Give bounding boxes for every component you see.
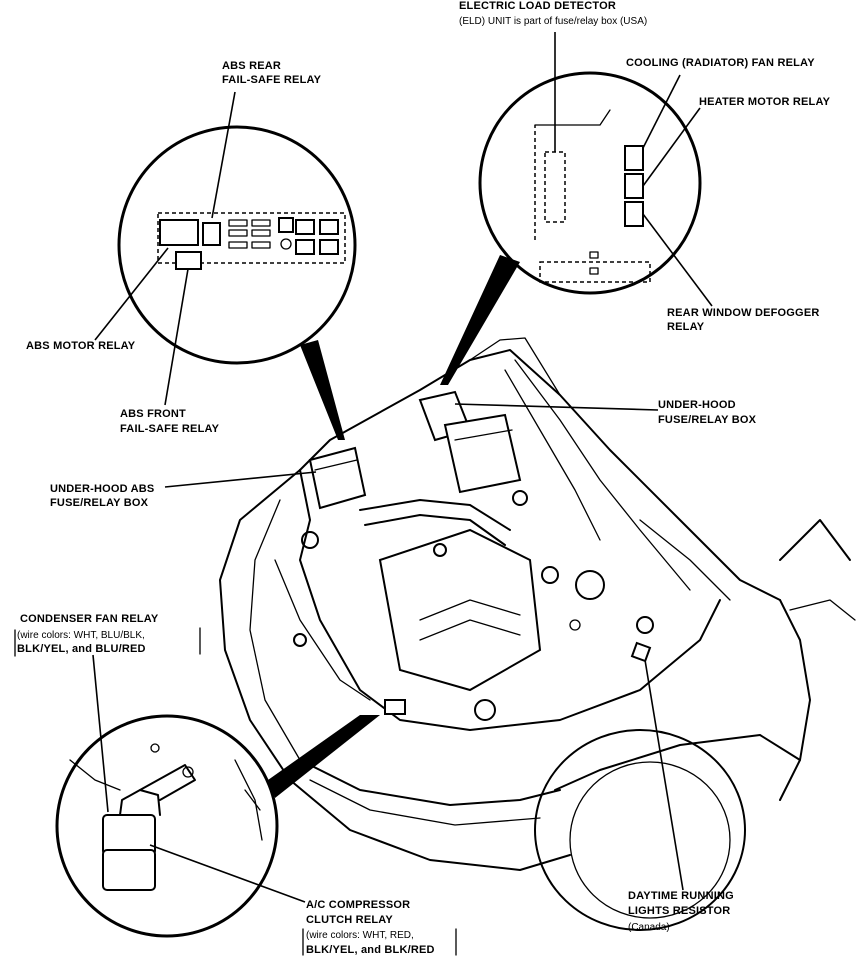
label-condenser-line2: (wire colors: WHT, BLU/BLK, (17, 630, 145, 641)
label-elo-line2: (ELD) UNIT is part of fuse/relay box (US… (459, 16, 647, 27)
label-elo-line1: ELECTRIC LOAD DETECTOR (459, 0, 616, 12)
label-underhood-box-line2: FUSE/RELAY BOX (658, 414, 757, 426)
label-abs-front-line2: FAIL-SAFE RELAY (120, 423, 220, 435)
label-heater-motor-relay: HEATER MOTOR RELAY (699, 96, 831, 108)
label-abs-motor-relay: ABS MOTOR RELAY (26, 340, 136, 352)
label-underhood-abs-line2: FUSE/RELAY BOX (50, 497, 149, 509)
label-abs-rear-line2: FAIL-SAFE RELAY (222, 74, 322, 86)
label-rear-defogger-line2: RELAY (667, 321, 705, 333)
label-ac-line3: (wire colors: WHT, RED, (306, 930, 414, 941)
fuse-box-detail-circle (440, 71, 702, 385)
label-abs-front-line1: ABS FRONT (120, 408, 186, 420)
label-underhood-abs-line1: UNDER-HOOD ABS (50, 483, 154, 495)
label-cooling-fan-relay: COOLING (RADIATOR) FAN RELAY (626, 57, 815, 69)
label-abs-rear-line1: ABS REAR (222, 60, 281, 72)
label-rear-defogger-line1: REAR WINDOW DEFOGGER (667, 307, 820, 319)
labels: ELECTRIC LOAD DETECTOR (ELD) UNIT is par… (14, 0, 831, 956)
label-drl-line1: DAYTIME RUNNING (628, 890, 734, 902)
condenser-relay-detail-circle (55, 714, 380, 938)
leader-lines (92, 32, 713, 903)
label-drl-line3: (Canada) (628, 922, 670, 933)
label-condenser-line1: CONDENSER FAN RELAY (20, 613, 159, 625)
abs-box-detail-circle (117, 125, 357, 440)
label-drl-line2: LIGHTS RESISTOR (628, 905, 730, 917)
label-underhood-box-line1: UNDER-HOOD (658, 399, 736, 411)
label-ac-line1: A/C COMPRESSOR (306, 899, 410, 911)
label-condenser-line3: BLK/YEL, and BLU/RED (17, 643, 146, 655)
label-ac-line2: CLUTCH RELAY (306, 914, 393, 926)
label-ac-line4: BLK/YEL, and BLK/RED (306, 944, 435, 956)
car-illustration (219, 337, 856, 931)
